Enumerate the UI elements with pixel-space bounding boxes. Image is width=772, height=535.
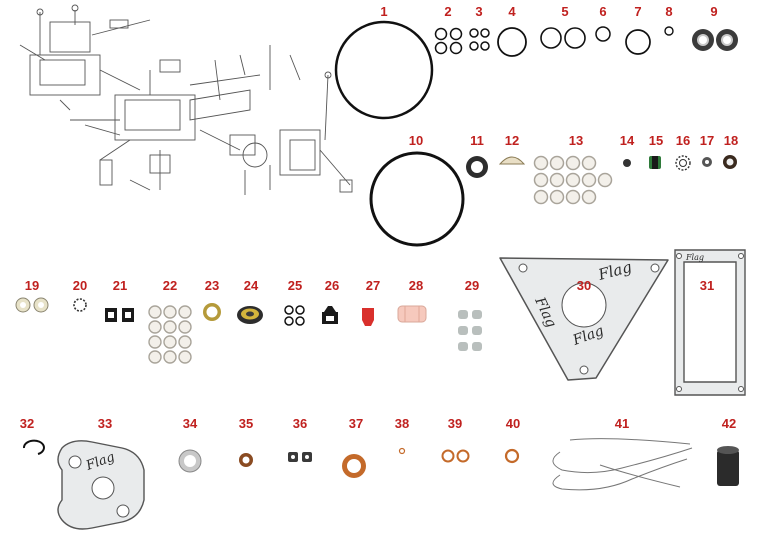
part-label-17: 17 [699, 133, 715, 148]
copper-washer-pair-39 [441, 449, 470, 463]
part-label-39: 39 [447, 416, 463, 431]
part-label-11: 11 [470, 133, 484, 148]
woodruff-key-12 [498, 156, 526, 165]
part-label-20: 20 [72, 278, 88, 293]
part-label-23: 23 [204, 278, 220, 293]
part-label-10: 10 [408, 133, 424, 148]
washer-34 [178, 449, 202, 473]
o-ring-1 [334, 20, 434, 120]
o-ring-5a [540, 27, 562, 49]
part-label-34: 34 [182, 416, 198, 431]
clip-pair-36 [288, 452, 312, 462]
part-label-12: 12 [504, 133, 520, 148]
part-label-38: 38 [394, 416, 410, 431]
small-washer-38 [398, 447, 406, 455]
copper-washer-40 [504, 448, 520, 464]
part-label-19: 19 [24, 278, 40, 293]
o-ring-10 [369, 151, 465, 247]
part-label-3: 3 [475, 4, 483, 19]
ball-14 [623, 159, 631, 167]
part-label-21: 21 [112, 278, 128, 293]
part-label-15: 15 [648, 133, 664, 148]
part-label-32: 32 [19, 416, 35, 431]
seal-set-29 [458, 310, 482, 351]
part-label-42: 42 [721, 416, 737, 431]
o-ring-set-3 [469, 28, 490, 51]
o-ring-5b [564, 27, 586, 49]
seal-18 [723, 155, 737, 169]
valve-seal-15 [649, 156, 661, 169]
part-label-1: 1 [380, 4, 388, 19]
seal-24 [237, 306, 263, 324]
washer-set-22 [148, 305, 192, 364]
part-label-36: 36 [292, 416, 308, 431]
sealing-washers-19 [15, 297, 49, 313]
part-label-22: 22 [162, 278, 178, 293]
star-washer-16 [675, 155, 691, 171]
part-label-24: 24 [243, 278, 259, 293]
part-label-8: 8 [665, 4, 673, 19]
part-label-14: 14 [619, 133, 635, 148]
o-ring-6 [595, 26, 611, 42]
part-label-9: 9 [710, 4, 718, 19]
part-label-25: 25 [287, 278, 303, 293]
part-label-6: 6 [599, 4, 607, 19]
part-label-2: 2 [444, 4, 452, 19]
gasket-31-mark: Flag [685, 253, 704, 262]
gasket-30: Flag Flag Flag [499, 257, 669, 381]
part-label-35: 35 [238, 416, 254, 431]
star-washer-20 [73, 298, 87, 312]
plug-27 [362, 308, 374, 326]
o-ring-4 [497, 27, 527, 57]
part-label-29: 29 [464, 278, 480, 293]
clip-26 [322, 306, 338, 324]
part-label-18: 18 [723, 133, 739, 148]
part-label-30: 30 [576, 278, 592, 293]
part-label-37: 37 [348, 416, 364, 431]
lock-wire-seals-41 [552, 438, 693, 491]
o-ring-8 [664, 26, 674, 36]
part-label-28: 28 [408, 278, 424, 293]
oil-seal-pair-9 [692, 29, 738, 51]
filter-28 [397, 305, 427, 323]
copper-washer-37 [342, 454, 366, 478]
o-ring-7 [625, 29, 651, 55]
oil-seal-11 [466, 156, 488, 178]
o-ring-set-2 [434, 27, 463, 55]
part-label-13: 13 [568, 133, 584, 148]
part-label-27: 27 [365, 278, 381, 293]
part-label-31: 31 [699, 278, 715, 293]
gasket-31: Flag [674, 249, 746, 396]
part-label-4: 4 [508, 4, 516, 19]
part-label-7: 7 [634, 4, 642, 19]
part-label-41: 41 [614, 416, 630, 431]
circlip-32 [23, 439, 45, 455]
pump-exploded-drawing [19, 4, 353, 195]
washer-set-13 [533, 155, 613, 205]
part-label-16: 16 [675, 133, 691, 148]
clip-set-21 [105, 308, 134, 322]
washer-17 [702, 157, 712, 167]
part-label-33: 33 [97, 416, 113, 431]
part-label-5: 5 [561, 4, 569, 19]
gasket-33: Flag [57, 440, 145, 530]
seal-23 [203, 303, 221, 321]
o-ring-set-25 [284, 305, 305, 326]
part-label-26: 26 [324, 278, 340, 293]
cylinder-42 [717, 446, 739, 486]
part-label-40: 40 [505, 416, 521, 431]
copper-washer-35 [239, 453, 253, 467]
